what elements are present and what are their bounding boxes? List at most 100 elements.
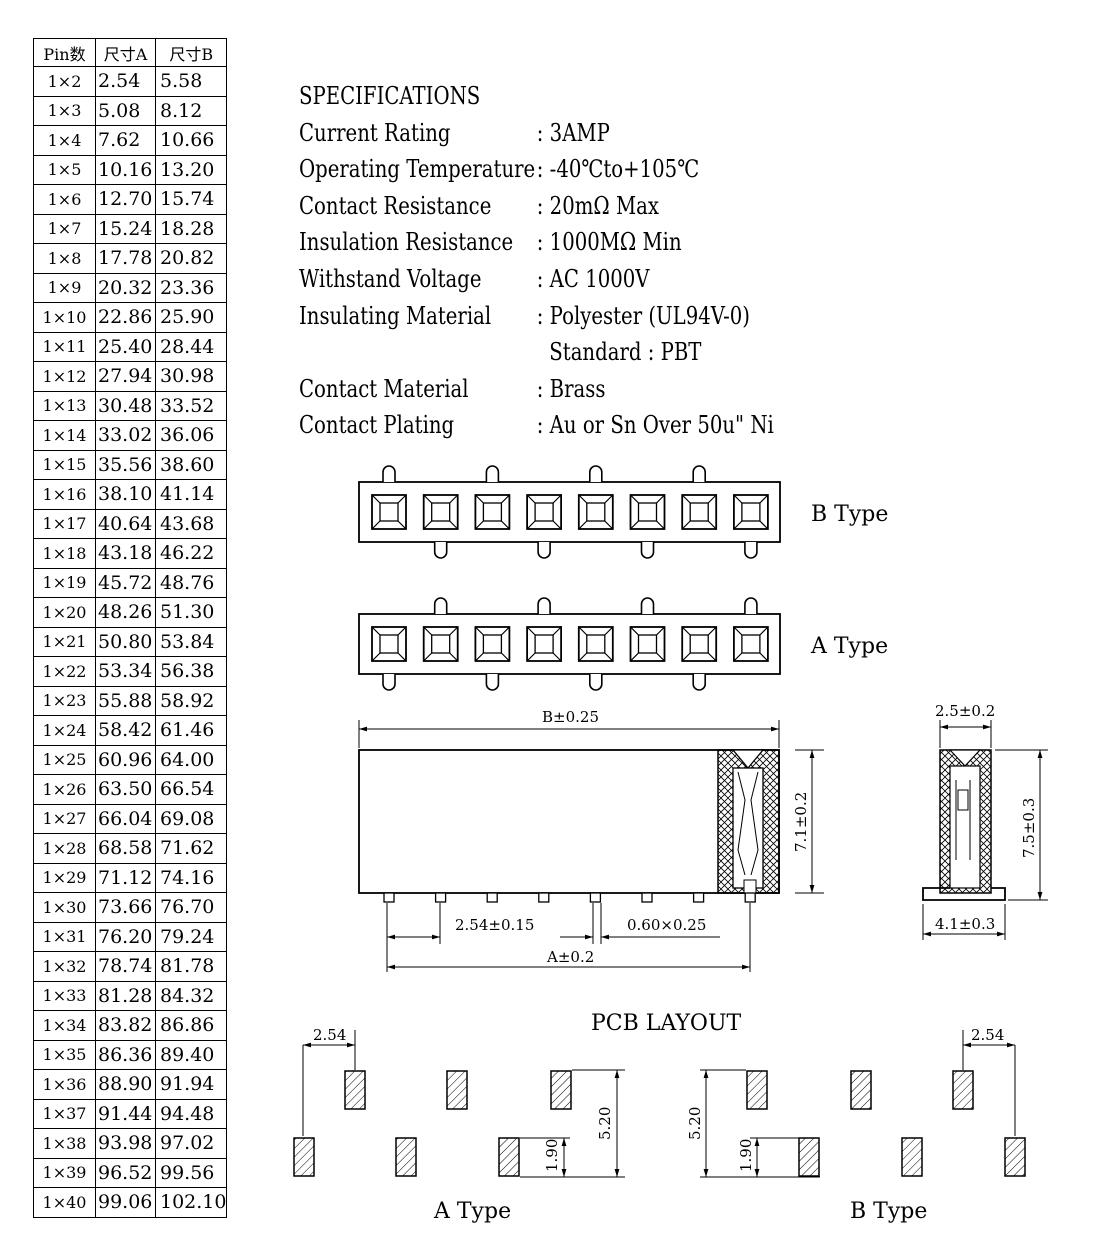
size-b-cell: 38.60 <box>154 449 228 480</box>
pcb-a-type-label: A Type <box>433 1199 511 1224</box>
spec-value: : Au or Sn Over 50u" Ni <box>536 411 774 440</box>
size-b-cell: 13.20 <box>154 154 228 185</box>
pin-count-cell: 1×25 <box>33 744 96 775</box>
pin-count-cell: 1×26 <box>33 774 96 805</box>
spec-row: Contact Material: Brass <box>299 371 605 408</box>
cell-bevel <box>578 626 614 662</box>
contact-cell <box>577 626 614 662</box>
pin-tab <box>744 542 758 559</box>
pcb-pad <box>550 1070 572 1110</box>
front-pin <box>641 892 653 903</box>
size-b-cell: 74.16 <box>154 862 228 893</box>
size-b-cell: 61.46 <box>154 715 228 746</box>
cell-inner <box>637 502 658 522</box>
header-size-b: 尺寸B <box>154 38 228 67</box>
size-a-cell: 68.58 <box>95 833 156 864</box>
pcb-pad <box>1004 1137 1026 1177</box>
size-b-cell: 79.24 <box>154 921 228 952</box>
side-height-label: 7.5±0.3 <box>1020 798 1038 858</box>
size-a-cell: 91.44 <box>95 1098 156 1129</box>
spec-value: : 20mΩ Max <box>536 191 659 220</box>
cell-bevel <box>371 626 407 662</box>
spec-row: Operating Temperature: -40℃to+105℃ <box>299 151 699 188</box>
pin-count-cell: 1×9 <box>33 272 96 303</box>
size-a-cell: 93.98 <box>95 1128 156 1159</box>
b-type-label: B Type <box>811 502 888 527</box>
size-a-cell: 48.26 <box>95 597 156 628</box>
contact-cell <box>577 494 614 530</box>
pcb-layout-b: 2.54 5.20 1.90 B Type <box>686 1026 1026 1224</box>
size-b-cell: 102.10 <box>154 1187 228 1218</box>
dim-pitch-label: 2.54±0.15 <box>455 916 534 934</box>
size-b-cell: 97.02 <box>154 1128 228 1159</box>
contact-cell <box>629 626 666 662</box>
contact-cell <box>474 494 511 530</box>
dim-height-label: 7.1±0.2 <box>792 792 810 852</box>
pin-tab <box>382 465 396 482</box>
cell-inner <box>586 502 606 522</box>
contact-cell <box>422 626 459 662</box>
pcb-pad <box>746 1070 768 1110</box>
pcb-span-b-label: 5.20 <box>686 1107 704 1140</box>
size-a-cell: 40.64 <box>95 508 156 539</box>
specs-title: SPECIFICATIONS <box>299 82 481 110</box>
size-b-cell: 28.44 <box>154 331 228 362</box>
spec-row: Standard : PBT <box>299 334 701 371</box>
header-size-a: 尺寸A <box>95 38 156 67</box>
front-pin <box>486 892 498 903</box>
spec-label: Contact Plating <box>299 411 455 440</box>
spec-label: Insulating Material <box>299 301 492 330</box>
pcb-pad <box>798 1137 820 1177</box>
size-a-cell: 12.70 <box>95 184 156 215</box>
contact-cell <box>526 494 562 530</box>
size-b-cell: 99.56 <box>154 1157 228 1188</box>
pin-count-cell: 1×40 <box>33 1187 96 1218</box>
pcb-offset-b-label: 1.90 <box>737 1139 755 1172</box>
pin-tab <box>433 542 448 559</box>
cell-bevel <box>423 626 459 662</box>
header-pin-count: Pin数 <box>33 38 96 67</box>
pin-tab <box>537 542 551 559</box>
pcb-pitch-b-label: 2.54 <box>971 1026 1004 1044</box>
spec-value: : -40℃to+105℃ <box>536 155 700 184</box>
size-a-cell: 83.82 <box>95 1010 156 1041</box>
pin-count-cell: 1×18 <box>33 538 96 569</box>
pin-count-cell: 1×37 <box>33 1098 96 1129</box>
spec-label: Contact Resistance <box>299 191 492 220</box>
cell-bevel <box>681 494 717 530</box>
pin-count-cell: 1×14 <box>33 420 96 451</box>
pin-count-cell: 1×6 <box>33 184 96 215</box>
pin-count-cell: 1×23 <box>33 685 96 716</box>
size-a-cell: 96.52 <box>95 1157 156 1188</box>
pin-tab <box>589 674 603 691</box>
cell-inner <box>482 502 503 522</box>
front-pin <box>538 892 550 903</box>
size-a-cell: 35.56 <box>95 449 156 480</box>
contact-cell <box>681 494 718 530</box>
size-b-cell: 89.40 <box>154 1039 228 1070</box>
size-a-cell: 10.16 <box>95 154 156 185</box>
pcb-pad <box>344 1070 366 1110</box>
side-view: 2.5±0.2 7.5±0.3 4.1±0.3 <box>922 702 1048 940</box>
size-a-cell: 86.36 <box>95 1039 156 1070</box>
cell-bevel <box>630 626 665 662</box>
pin-count-cell: 1×36 <box>33 1069 96 1100</box>
a-type-label: A Type <box>810 634 888 659</box>
size-a-cell: 53.34 <box>95 656 156 687</box>
contact-cell <box>629 494 666 530</box>
spec-row: Insulation Resistance: 1000MΩ Min <box>299 224 682 261</box>
spec-label: Current Rating <box>299 118 451 147</box>
